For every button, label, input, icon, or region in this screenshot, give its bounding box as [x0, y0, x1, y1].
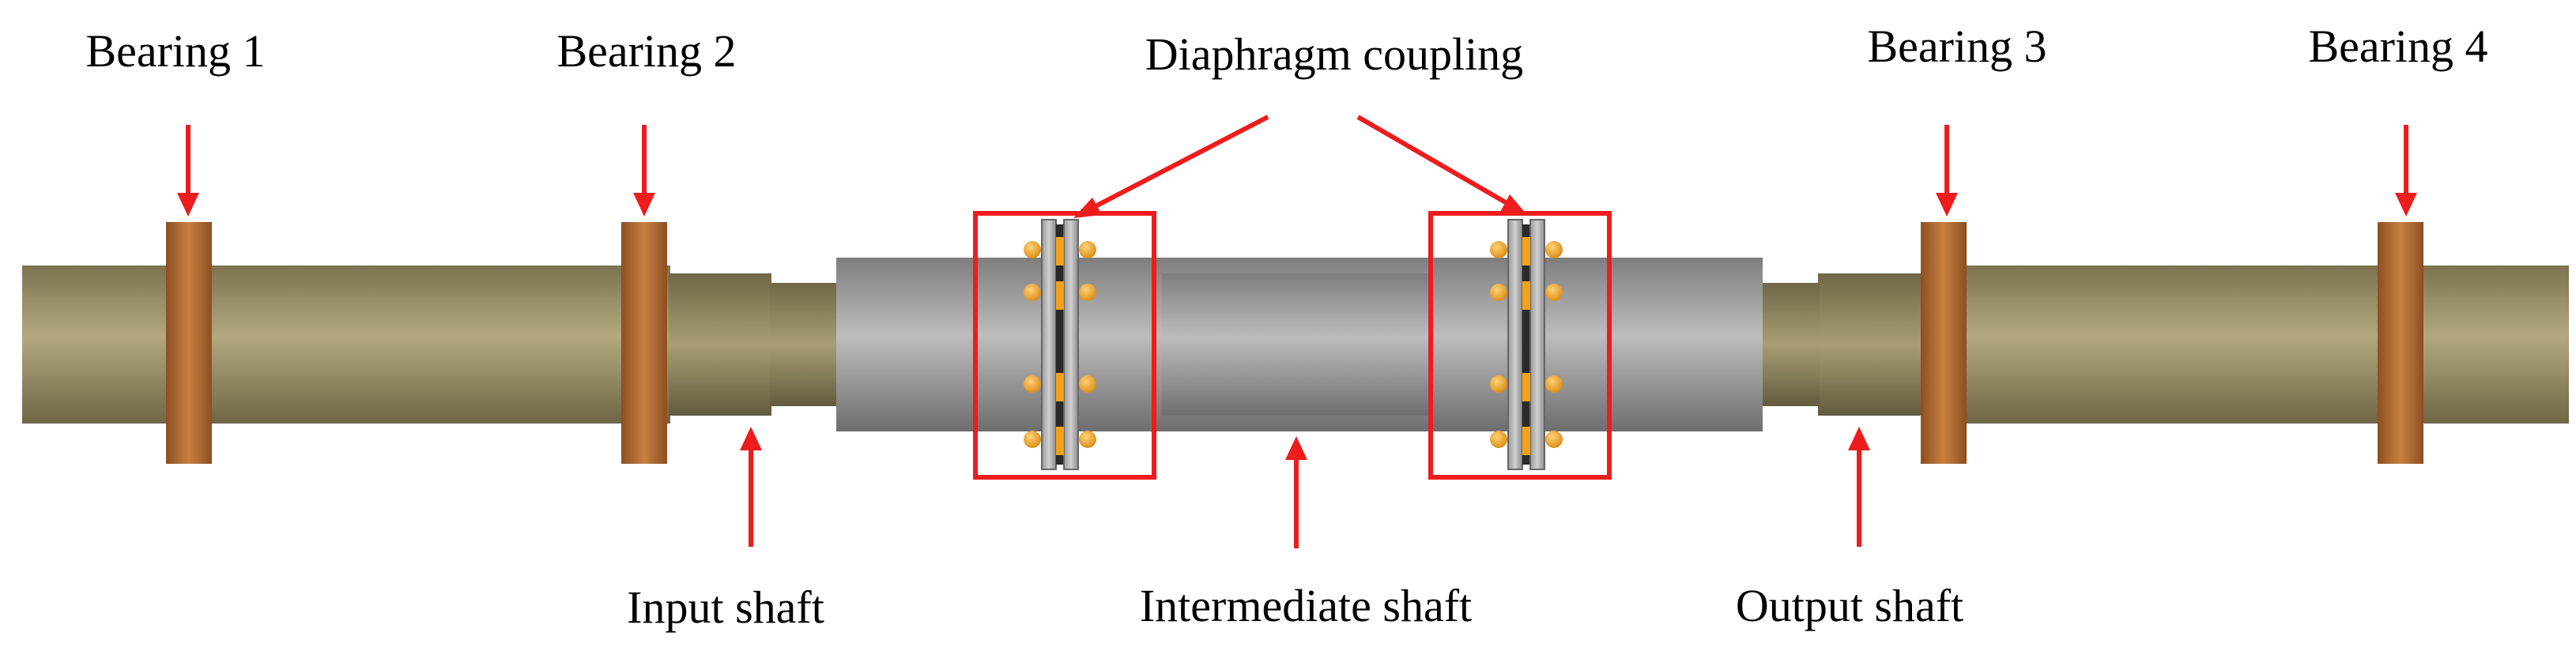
right-diaphragm-coupling [1490, 219, 1563, 470]
coupling-right-arrow [1356, 115, 1527, 215]
bearing-1-arrow [177, 125, 199, 217]
bearing-1-label: Bearing 1 [85, 25, 265, 77]
diaphragm-coupling-label: Diaphragm coupling [1145, 28, 1523, 80]
output-shaft-label: Output shaft [1736, 580, 1963, 631]
right-main-shaft [1960, 265, 2569, 424]
input-shaft-arrow [740, 427, 762, 547]
bearing-4-arrow [2395, 125, 2417, 217]
intermediate-shaft-label: Intermediate shaft [1140, 580, 1472, 631]
coupling-left-arrow [1073, 115, 1269, 218]
bearing-3-arrow [1936, 125, 1958, 217]
bearing-3-label: Bearing 3 [1867, 21, 2046, 72]
input-shaft-step-1 [669, 273, 771, 416]
bearing-1 [166, 222, 212, 464]
output-shaft-arrow [1848, 427, 1870, 547]
output-shaft-step-2 [1761, 283, 1820, 406]
left-main-shaft [22, 265, 670, 424]
input-shaft-label: Input shaft [627, 582, 824, 633]
input-shaft-step-2 [770, 283, 836, 406]
left-diaphragm-coupling [1024, 219, 1096, 470]
left-coupling-highlight-box [973, 211, 1156, 480]
bearing-2-arrow [633, 125, 655, 217]
bearing-2 [621, 222, 667, 464]
intermediate-shaft-center [1162, 273, 1431, 416]
bearing-3 [1921, 222, 1967, 464]
intermediate-shaft-arrow [1285, 436, 1307, 548]
bearing-4-label: Bearing 4 [2308, 21, 2487, 72]
bearing-4 [2378, 222, 2423, 464]
bearing-2-label: Bearing 2 [556, 25, 736, 77]
